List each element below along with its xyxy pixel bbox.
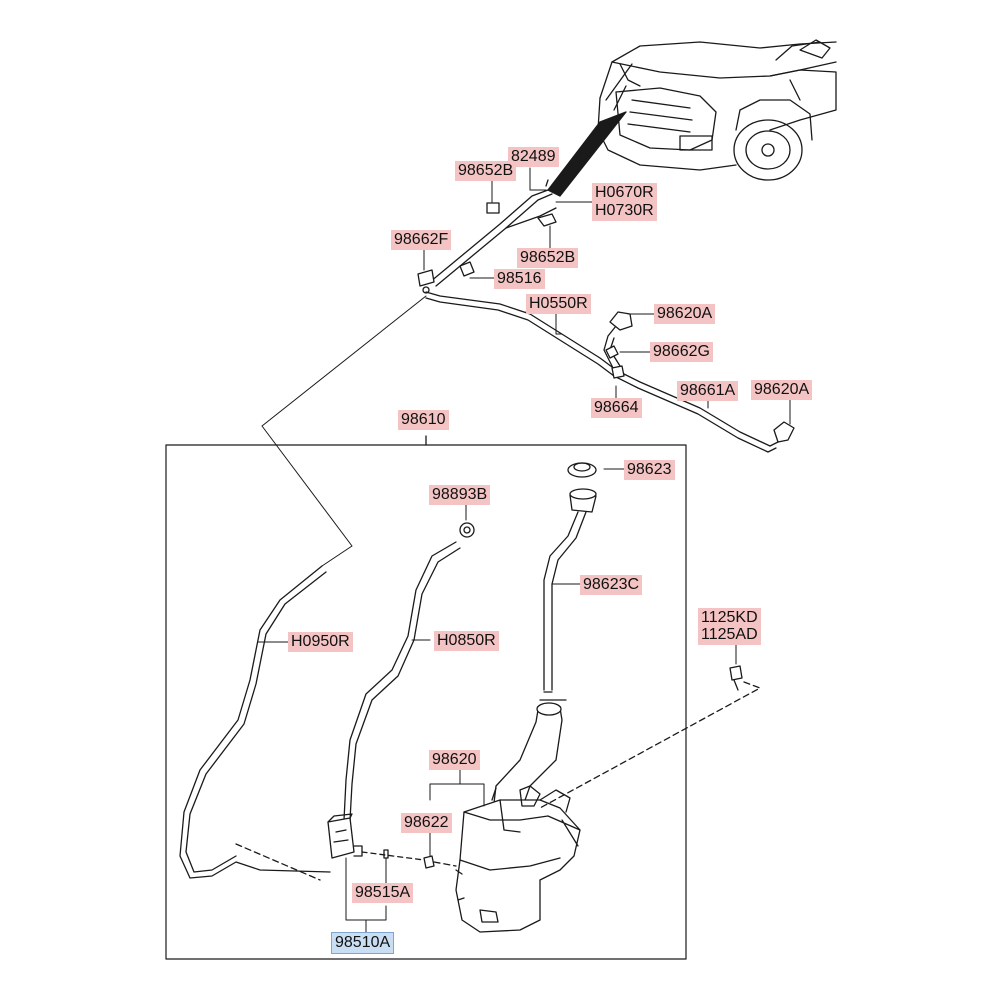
part-label-h0950r[interactable]: H0950R [288, 632, 353, 652]
bolt-dash-leader [539, 681, 761, 809]
washer-reservoir [455, 702, 581, 933]
part-label-1125kd[interactable]: 1125KD [698, 608, 761, 628]
part-label-h0850r[interactable]: H0850R [434, 631, 499, 651]
front-hose-assembly [417, 179, 557, 294]
part-label-98623[interactable]: 98623 [624, 460, 675, 480]
hose-h0950r [179, 565, 331, 879]
part-label-98893b[interactable]: 98893B [429, 485, 491, 505]
rear-hose-assembly [425, 291, 795, 453]
part-label-98661a[interactable]: 98661A [677, 381, 739, 401]
vehicle-illustration [597, 39, 837, 181]
part-label-98620a-2[interactable]: 98620A [751, 380, 813, 400]
part-label-98510a-selected[interactable]: 98510A [331, 932, 395, 954]
part-label-98623c[interactable]: 98623C [580, 575, 643, 595]
routing-leader [261, 295, 427, 567]
part-label-98622[interactable]: 98622 [401, 813, 452, 833]
part-label-98652b-mid[interactable]: 98652B [517, 248, 579, 268]
leader-lines [257, 167, 791, 935]
frame-dash-lines [235, 843, 457, 881]
part-label-98515a[interactable]: 98515A [352, 883, 414, 903]
part-label-98664[interactable]: 98664 [591, 398, 642, 418]
pump-connection-dash [361, 851, 425, 861]
part-label-h0730r[interactable]: H0730R [592, 201, 657, 221]
part-label-98610[interactable]: 98610 [398, 410, 449, 430]
part-label-98620[interactable]: 98620 [429, 750, 480, 770]
vehicle-pointer [547, 111, 627, 197]
part-label-98662f[interactable]: 98662F [391, 230, 452, 250]
part-label-82489[interactable]: 82489 [508, 147, 559, 167]
grommet-98622 [423, 855, 435, 869]
part-label-98620a-1[interactable]: 98620A [654, 304, 716, 324]
part-label-h0550r[interactable]: H0550R [526, 294, 591, 314]
part-label-98652b-top[interactable]: 98652B [455, 161, 517, 181]
part-label-98662g[interactable]: 98662G [650, 342, 713, 362]
part-label-98516[interactable]: 98516 [494, 269, 545, 289]
part-label-1125ad[interactable]: 1125AD [698, 625, 761, 645]
washer-pump [327, 813, 363, 859]
filler-neck-assembly [539, 462, 597, 701]
part-label-h0670r[interactable]: H0670R [592, 183, 657, 203]
hose-h0850r [343, 522, 475, 821]
bolt [729, 665, 743, 691]
grommet-98515a [383, 849, 389, 859]
